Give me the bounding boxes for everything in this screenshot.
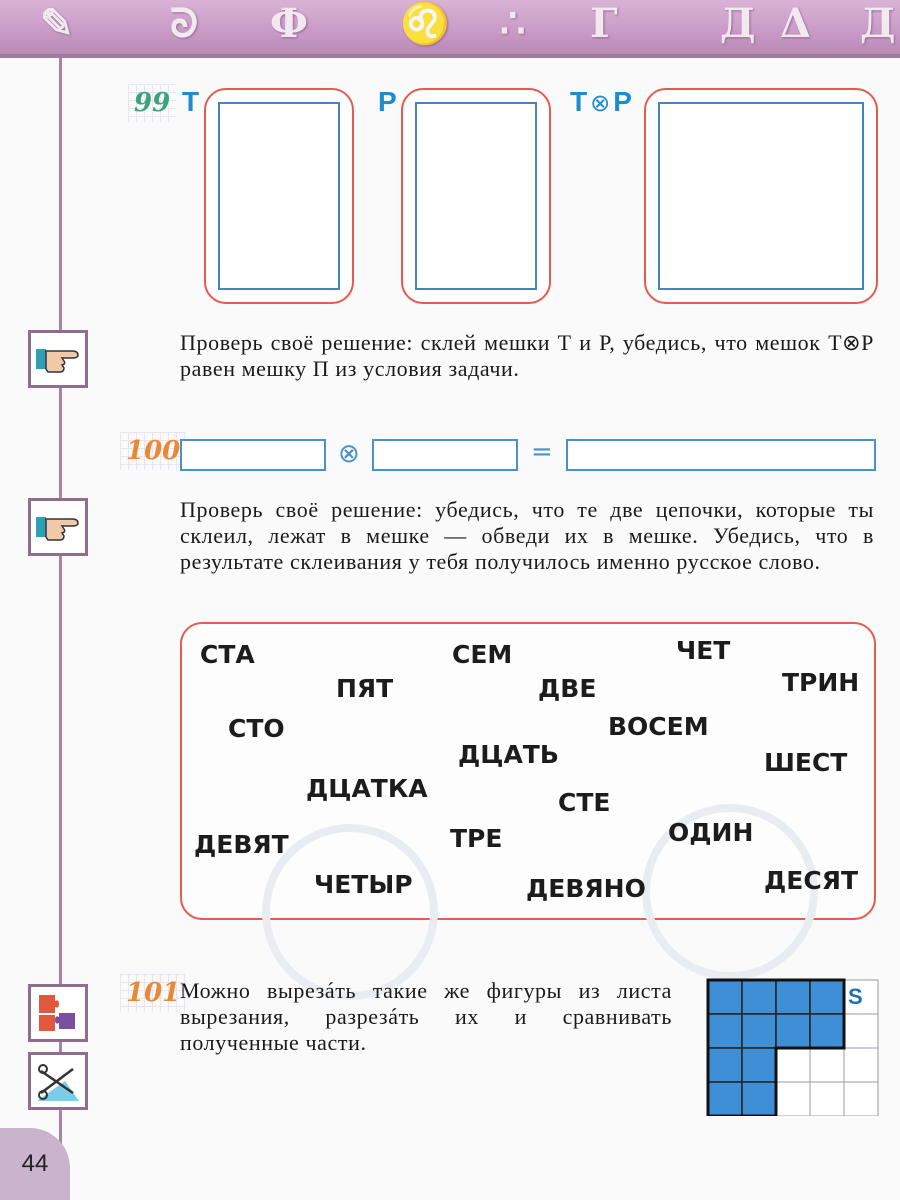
word-chain[interactable]: ОДИН (668, 818, 754, 847)
banner-decoration: Ф (270, 0, 308, 47)
grid-cell-filled (809, 979, 845, 1015)
banner-decoration: ♌ (400, 0, 450, 47)
grid-cell-filled (707, 1047, 743, 1083)
glue-operator-icon: ⊗ (590, 89, 611, 117)
bag-p-answer-area[interactable] (415, 102, 537, 290)
banner-decoration: Δ (780, 0, 812, 47)
word-bag (180, 622, 876, 1000)
banner-decoration: ᘐ (170, 0, 199, 47)
word-chain[interactable]: ЧЕТЫР (314, 870, 413, 899)
banner-decoration: ✎ (40, 0, 74, 47)
word-chain[interactable]: ДЕСЯТ (764, 866, 858, 895)
background-watermark (262, 824, 438, 1000)
task-101-text: Можно вырезáть такие же фигуры из листа … (180, 978, 672, 1055)
word-chain[interactable]: ВОСЕМ (608, 712, 709, 741)
word-chain[interactable]: ШЕСТ (764, 748, 848, 777)
word-chain[interactable]: СТА (200, 640, 255, 669)
grid-cell (775, 1047, 811, 1083)
task-number-101: 101 (120, 974, 186, 1012)
banner-rule (0, 54, 900, 58)
set-label-tp: Т⊗Р (570, 86, 632, 117)
glue-operator-icon: ⊗ (338, 439, 360, 469)
word-chain[interactable]: ДВЕ (538, 674, 597, 703)
word-chain[interactable]: ТРЕ (450, 824, 503, 853)
margin-line (59, 58, 62, 1200)
word-chain[interactable]: ДЕВЯТ (194, 830, 289, 859)
page-number: 44 (0, 1128, 70, 1200)
word-chain[interactable]: ЧЕТ (676, 636, 731, 665)
task-number-99: 99 (128, 84, 176, 122)
grid-cell (843, 1013, 879, 1049)
banner-decoration: ∴ (500, 0, 526, 47)
set-label-p: Р (378, 86, 397, 117)
grid-cell (843, 1047, 879, 1083)
chain-2-input[interactable] (372, 439, 518, 471)
check-hand-icon (28, 330, 88, 388)
scissors-icon (28, 1052, 88, 1110)
banner-decoration: Д (860, 0, 896, 47)
word-chain[interactable]: ДЦАТКА (306, 774, 428, 803)
grid-cell-filled (741, 979, 777, 1015)
banner-decoration: Д (720, 0, 756, 47)
word-chain[interactable]: ТРИН (782, 668, 860, 697)
grid-cell (775, 1081, 811, 1117)
word-chain[interactable]: ДЦАТЬ (458, 740, 559, 769)
grid-cell-filled (707, 979, 743, 1015)
word-chain[interactable]: СТЕ (558, 788, 611, 817)
check-hand-icon (28, 498, 88, 556)
task-number-100: 100 (120, 432, 186, 470)
puzzle-icon (28, 984, 88, 1042)
background-watermark (642, 804, 818, 980)
equals-sign: = (531, 437, 553, 467)
header-banner: ✎ ᘐ Ф ♌ ∴ Г Д Δ Д (0, 0, 900, 58)
grid-cell-filled (775, 979, 811, 1015)
shape-s-figure (706, 978, 882, 1121)
bag-t-answer-area[interactable] (218, 102, 340, 290)
result-word-input[interactable] (566, 439, 876, 471)
word-chain[interactable]: ДЕВЯНО (526, 874, 646, 903)
grid-cell-filled (741, 1047, 777, 1083)
grid-cell-filled (707, 1081, 743, 1117)
word-chain[interactable]: СТО (228, 714, 285, 743)
grid-cell-filled (741, 1013, 777, 1049)
word-chain[interactable]: СЕМ (452, 640, 513, 669)
task-99-check-text: Проверь своё решение: склей мешки Т и Р,… (180, 330, 874, 381)
chain-1-input[interactable] (180, 439, 326, 471)
grid-cell-filled (741, 1081, 777, 1117)
set-label-t: Т (182, 86, 200, 117)
bag-tp-answer-area[interactable] (658, 102, 864, 290)
grid-cell-filled (775, 1013, 811, 1049)
banner-decoration: Г (590, 0, 618, 47)
grid-cell (809, 1081, 845, 1117)
grid-cell (843, 1081, 879, 1117)
grid-cell-filled (707, 1013, 743, 1049)
figure-label-s: S (848, 984, 863, 1009)
word-chain[interactable]: ПЯТ (336, 674, 394, 703)
task-100-check-text: Проверь своё решение: убедись, что те дв… (180, 497, 874, 574)
grid-cell (809, 1047, 845, 1083)
grid-cell-filled (809, 1013, 845, 1049)
